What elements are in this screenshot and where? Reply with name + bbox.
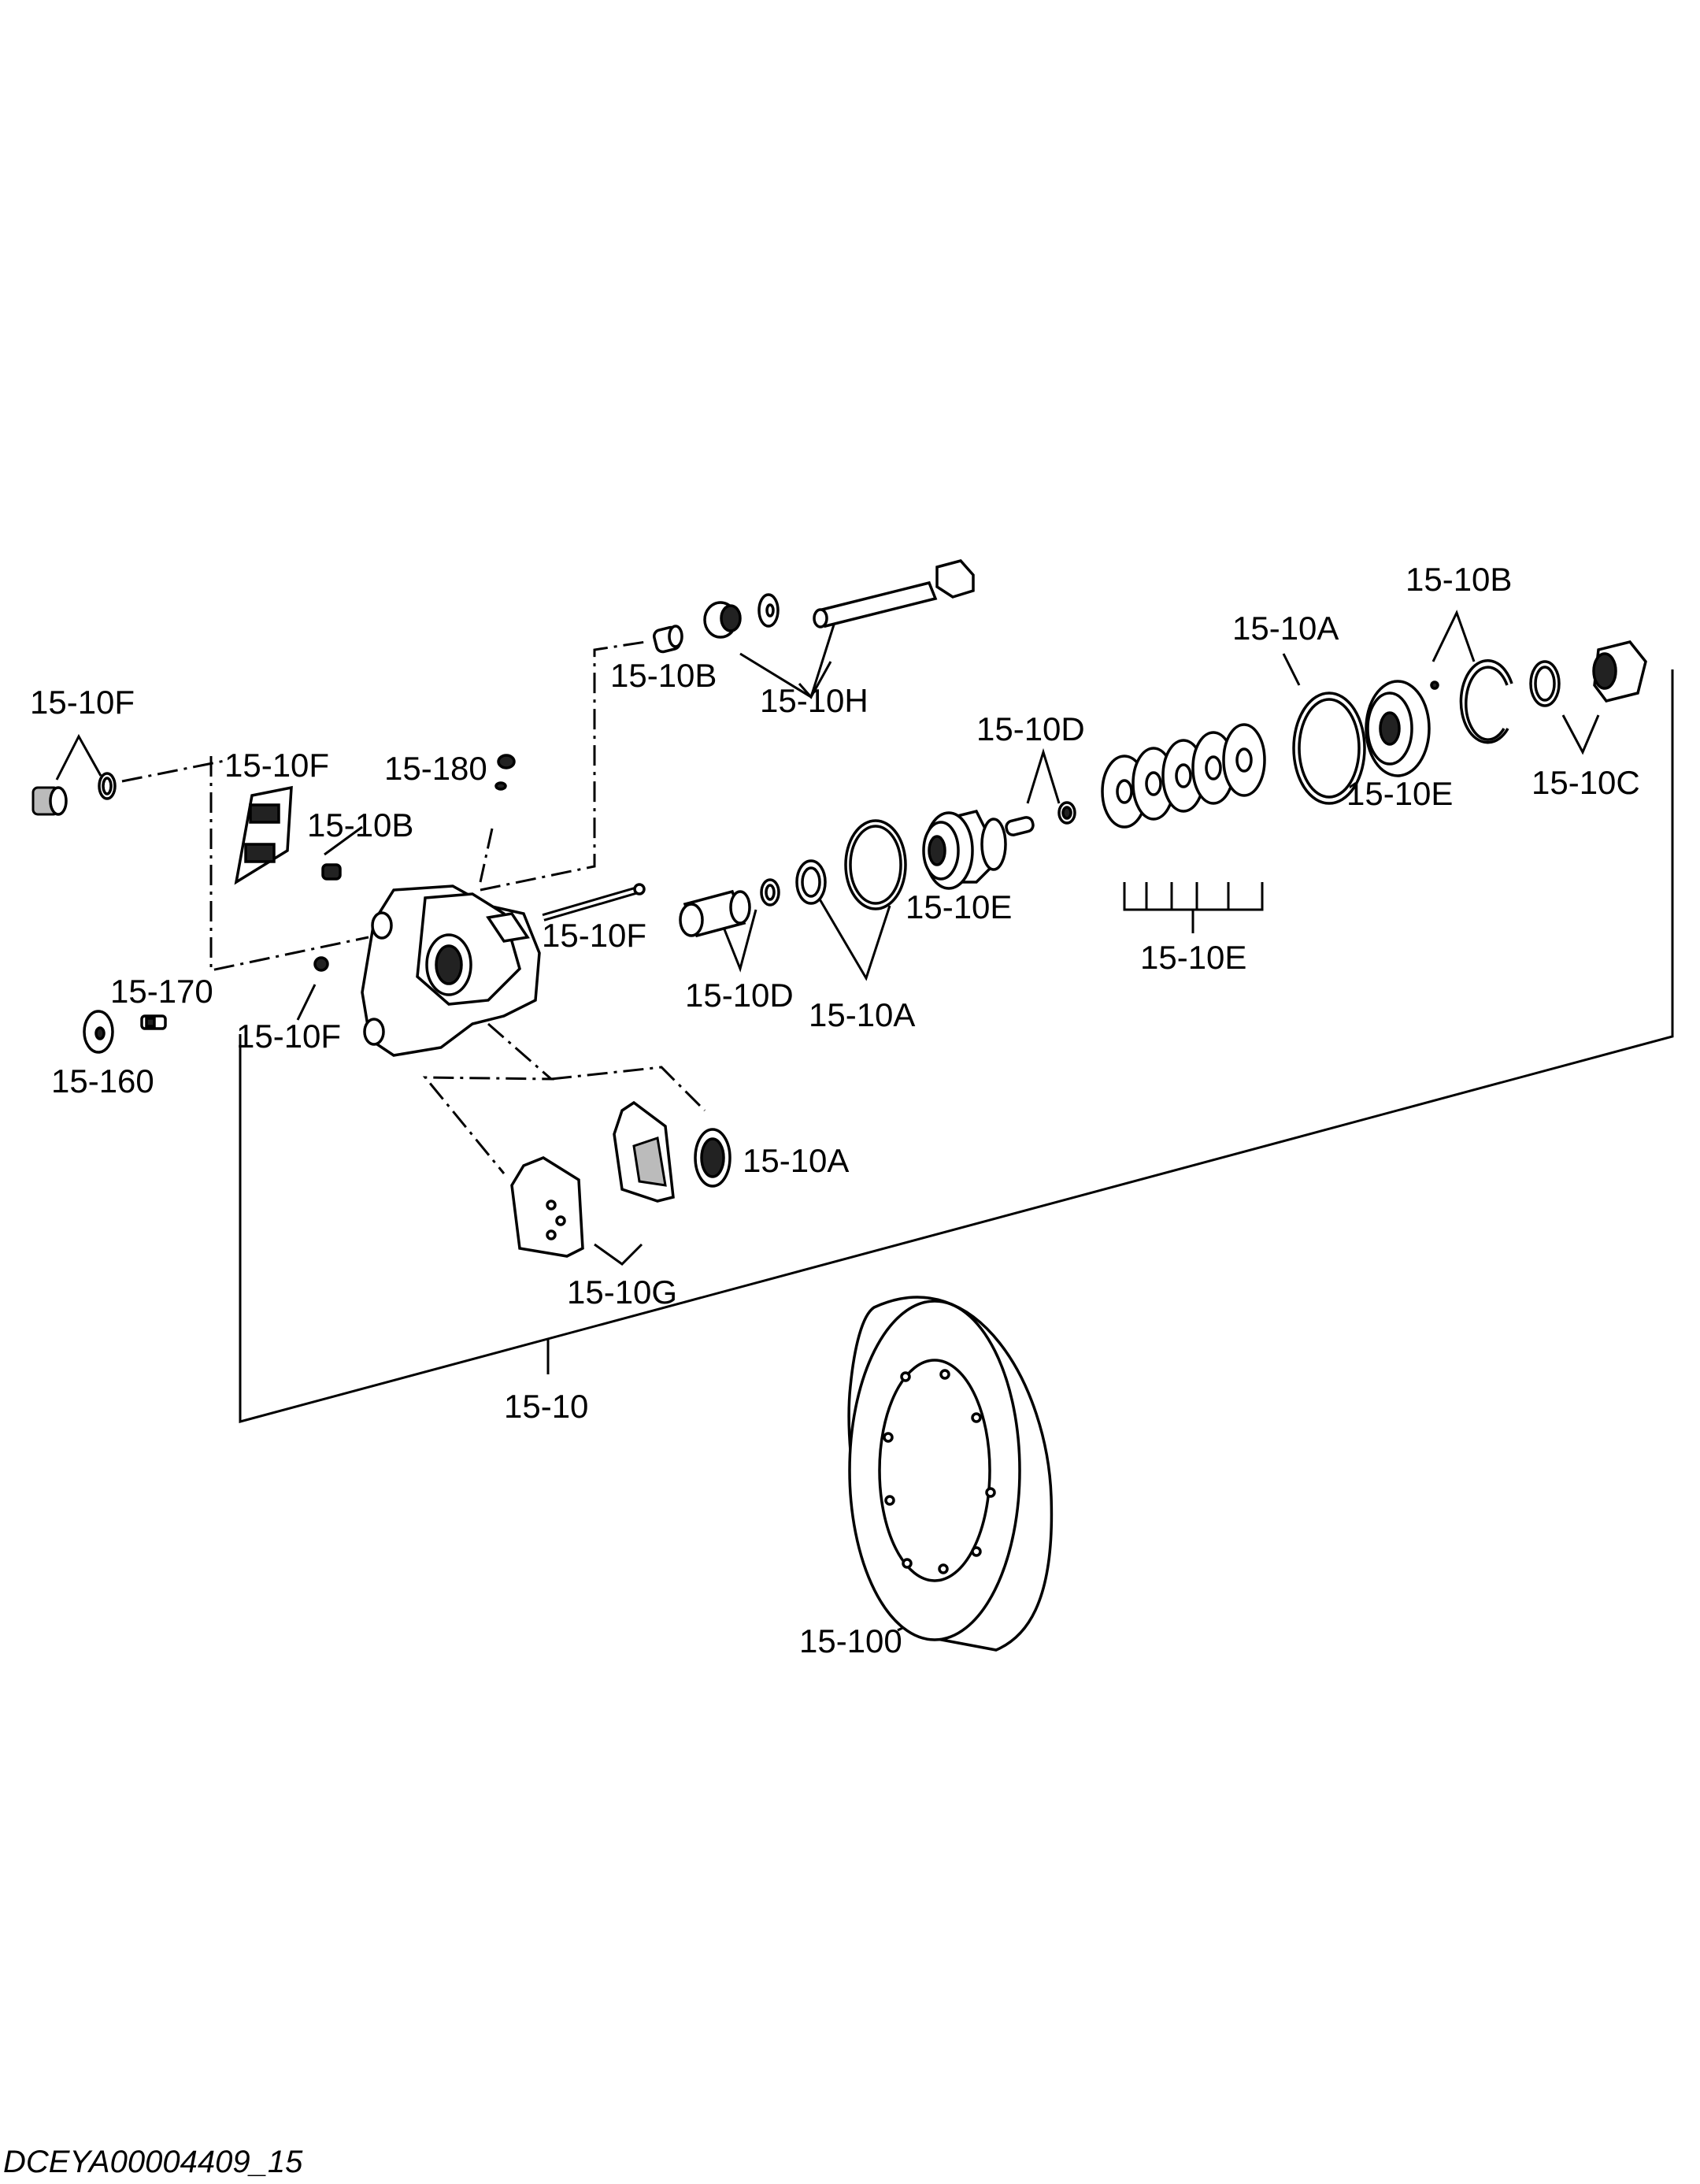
callout-15-10b-bleed: 15-10B [307,806,413,844]
piston-part [679,889,751,938]
callout-labels: 15-10F 15-10F 15-10B 15-180 15-170 15-10… [30,561,1640,1659]
callout-15-10c: 15-10C [1531,764,1640,801]
callout-15-160: 15-160 [51,1062,154,1099]
guide-pin-part [542,883,646,921]
spring-cup-part [1365,680,1431,777]
assembly-bracket [239,669,1674,1423]
o-ring-part [1292,692,1366,805]
brake-pads-part [510,1100,675,1258]
plug-part [494,754,516,791]
drawing-id: DCEYA00004409_15 [3,2145,303,2179]
disc-spring-stack-part [1101,723,1266,829]
callout-15-170: 15-170 [110,973,213,1010]
sleeve-part [703,593,780,639]
callout-15-10f-pin: 15-10F [542,917,646,954]
callout-15-10a-seal: 15-10A [743,1142,849,1179]
callout-15-10d-top: 15-10D [976,710,1085,747]
bleeder-screw-part [321,863,342,881]
bleeder-cap-part [31,772,117,816]
brake-disc-part [847,1296,1054,1652]
anti-rattle-plate-part [234,785,293,885]
callout-15-10a-top: 15-10A [1232,610,1339,647]
callout-15-10e-piston: 15-10E [906,888,1012,925]
callout-15-10e-stack: 15-10E [1140,939,1246,976]
piston-seal-part [694,1128,731,1188]
snap-ring-part [1430,659,1513,744]
callout-15-10h: 15-10H [760,682,869,719]
adjuster-part [1529,640,1647,707]
callout-15-10f-top: 15-10F [30,684,135,721]
washer-part [83,1010,114,1054]
callout-15-180: 15-180 [384,750,487,787]
callout-15-10a-mid: 15-10A [809,996,915,1033]
caliper-body-part [361,884,541,1057]
callout-15-10b-right: 15-10B [1406,561,1512,598]
piston-housing-part [922,809,1007,890]
callout-15-10f-plate: 15-10F [224,747,329,784]
callout-15-10f-left: 15-10F [236,1018,341,1055]
callout-15-10e-right: 15-10E [1346,775,1453,812]
bolt-part [813,559,975,629]
seal-ring-part [760,819,907,910]
callout-15-10: 15-10 [504,1388,588,1425]
callout-15-10d-mid: 15-10D [685,977,794,1014]
bushing-part [653,625,683,654]
callout-15-10g: 15-10G [567,1274,677,1311]
callout-15-100: 15-100 [799,1622,902,1659]
spring-part [1005,801,1076,836]
callout-15-10b-top: 15-10B [610,657,717,694]
screw-part [140,1014,167,1030]
ball-part [313,956,329,972]
alignment-lines [121,640,706,1174]
